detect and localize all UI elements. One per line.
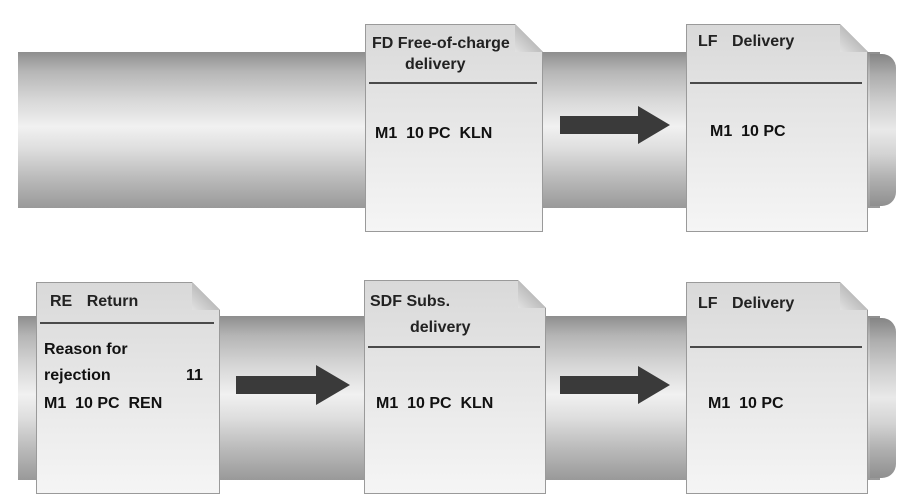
folded-corner-icon — [840, 282, 868, 310]
doc-title: Subs. — [406, 293, 451, 310]
folded-corner-icon — [515, 24, 543, 52]
folded-corner-icon — [192, 282, 220, 310]
doc-reason-value: 11 — [186, 367, 203, 384]
doc-item-line: M1 10 PC REN — [44, 395, 163, 412]
doc-code: FD — [372, 35, 394, 52]
doc-item-line: M1 10 PC KLN — [375, 125, 493, 142]
doc-title: Return — [86, 293, 139, 310]
doc-reason-line-2: rejection — [44, 367, 111, 384]
doc-title-line-2: delivery — [405, 56, 466, 73]
doc-item-line: M1 10 PC KLN — [376, 395, 494, 412]
doc-reason-line-1: Reason for — [44, 341, 128, 358]
doc-divider — [40, 322, 214, 324]
doc-re-return: RE Return Reason for rejection 11 M1 10 … — [36, 282, 220, 494]
doc-title-line-2: delivery — [410, 319, 471, 336]
doc-code: RE — [50, 293, 73, 310]
doc-sdf-subsequent-delivery: SDF Subs. delivery M1 10 PC KLN — [364, 280, 546, 494]
doc-code: LF — [698, 295, 718, 312]
pipe-row-1-end — [870, 54, 896, 206]
folded-corner-icon — [518, 280, 546, 308]
doc-lf-delivery-row-1: LF Delivery M1 10 PC — [686, 24, 868, 232]
doc-code: SDF — [370, 293, 402, 310]
folded-corner-icon — [840, 24, 868, 52]
doc-title: Delivery — [732, 33, 795, 50]
doc-item-line: M1 10 PC — [708, 395, 784, 412]
right-arrow-icon — [236, 365, 350, 405]
right-arrow-icon — [560, 366, 670, 404]
right-arrow-icon — [560, 106, 670, 144]
doc-divider — [690, 82, 862, 84]
doc-fd-free-of-charge-delivery: FD Free-of-charge delivery M1 10 PC KLN — [365, 24, 543, 232]
doc-title: Free-of-charge — [397, 35, 510, 52]
doc-divider — [368, 346, 540, 348]
doc-lf-delivery-row-2: LF Delivery M1 10 PC — [686, 282, 868, 494]
doc-divider — [369, 82, 537, 84]
doc-divider — [690, 346, 862, 348]
doc-code: LF — [698, 33, 718, 50]
pipe-row-2-end — [870, 318, 896, 478]
doc-item-line: M1 10 PC — [710, 123, 786, 140]
doc-title: Delivery — [732, 295, 795, 312]
